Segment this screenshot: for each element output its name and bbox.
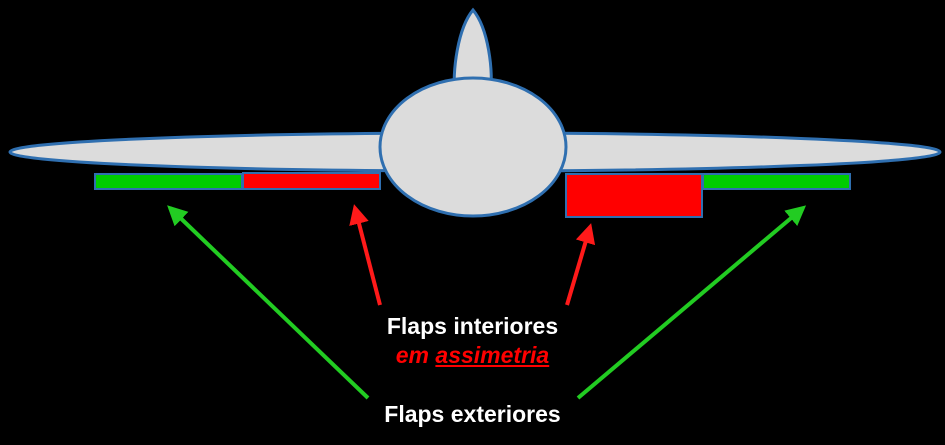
asymmetry-word: assimetria	[435, 342, 550, 368]
right-outer-flap-arrow	[576, 205, 807, 400]
right-outer-flap	[702, 173, 851, 190]
inner-flaps-label: Flaps interiores	[386, 313, 559, 339]
outer-flaps-label: Flaps exteriores	[384, 401, 561, 427]
left-outer-flap-arrow	[167, 205, 370, 400]
left-inner-flap-arrow	[349, 204, 382, 306]
fuselage	[378, 76, 568, 218]
left-outer-flap	[94, 173, 243, 190]
right-inner-flap	[565, 173, 703, 218]
asymmetry-label: em assimetria	[0, 341, 945, 369]
right-inner-flap-arrow	[565, 223, 596, 306]
left-inner-flap	[242, 172, 381, 190]
asymmetry-prefix: em	[395, 342, 430, 368]
